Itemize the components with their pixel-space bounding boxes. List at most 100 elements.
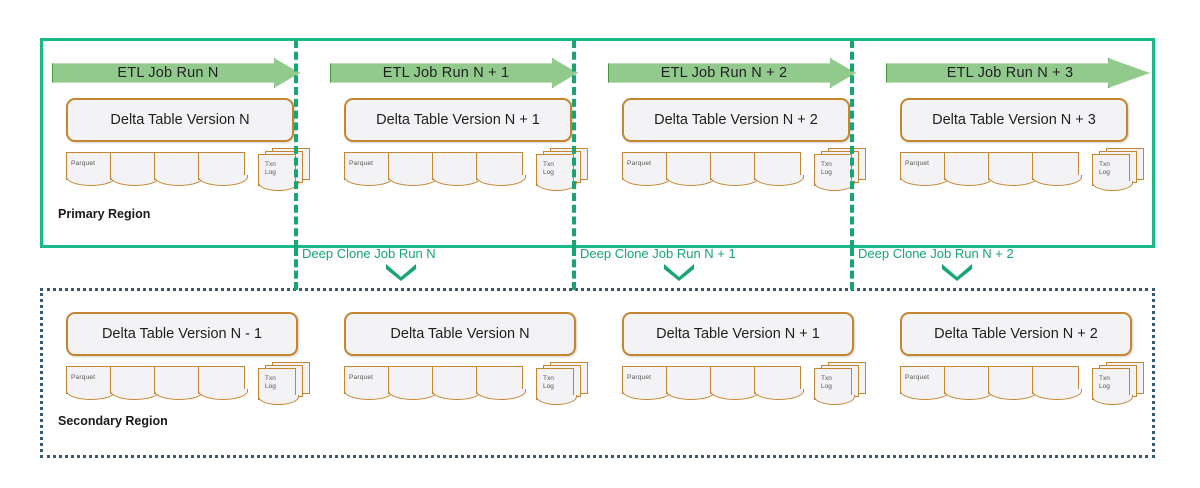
primary-column-2: ETL Job Run N + 1 Delta Table Version N … — [330, 38, 605, 250]
parquet-file-icon — [710, 152, 760, 186]
deep-clone-label: Deep Clone Job Run N — [302, 246, 436, 261]
parquet-file-icon — [198, 152, 248, 186]
column-separator-3-mid — [850, 248, 854, 290]
primary-column-1: ETL Job Run N Delta Table Version N Parq… — [52, 38, 327, 250]
parquet-file-icon: Parquet — [66, 152, 116, 186]
deep-clone-label: Deep Clone Job Run N + 2 — [858, 246, 1014, 261]
parquet-file-icon — [110, 366, 160, 400]
etl-job-label: ETL Job Run N + 3 — [946, 65, 1074, 81]
parquet-file-label: Parquet — [627, 374, 652, 381]
parquet-file-icon: Parquet — [66, 366, 116, 400]
parquet-file-icon — [476, 152, 526, 186]
parquet-file-icon — [198, 366, 248, 400]
parquet-file-label: Parquet — [71, 160, 96, 167]
delta-table-box-b3: Delta Table Version N + 1 — [622, 312, 854, 356]
parquet-file-icon: Parquet — [344, 366, 394, 400]
column-separator-1 — [294, 40, 298, 248]
delta-table-box-b2: Delta Table Version N — [344, 312, 576, 356]
parquet-file-label: Parquet — [71, 374, 96, 381]
parquet-file-icon — [710, 366, 760, 400]
parquet-file-icon — [154, 366, 204, 400]
deep-clone-label: Deep Clone Job Run N + 1 — [580, 246, 736, 261]
etl-job-label: ETL Job Run N + 2 — [660, 65, 788, 81]
etl-job-arrow-1: ETL Job Run N — [52, 58, 300, 88]
parquet-file-icon — [476, 366, 526, 400]
parquet-file-icon — [154, 152, 204, 186]
parquet-file-icon — [110, 152, 160, 186]
delta-table-label: Delta Table Version N + 1 — [376, 112, 540, 128]
parquet-file-icon — [988, 366, 1038, 400]
column-separator-2 — [572, 40, 576, 248]
primary-column-3: ETL Job Run N + 2 Delta Table Version N … — [608, 38, 883, 250]
parquet-file-icon — [988, 152, 1038, 186]
column-separator-1-mid — [294, 248, 298, 290]
parquet-file-label: Parquet — [349, 160, 374, 167]
column-separator-3 — [850, 40, 854, 248]
parquet-file-stack: Parquet — [344, 152, 526, 186]
etl-job-arrow-4: ETL Job Run N + 3 — [886, 58, 1150, 88]
secondary-region-caption: Secondary Region — [58, 414, 168, 428]
delta-table-box-2: Delta Table Version N + 1 — [344, 98, 572, 142]
parquet-file-icon — [1032, 152, 1082, 186]
parquet-file-stack: Parquet — [622, 152, 804, 186]
parquet-file-stack: Parquet — [344, 366, 526, 400]
primary-column-4: ETL Job Run N + 3 Delta Table Version N … — [886, 38, 1161, 250]
deep-clone-job-2: Deep Clone Job Run N + 1 — [574, 246, 854, 281]
parquet-file-icon — [666, 366, 716, 400]
down-chevron-icon — [940, 261, 974, 281]
delta-table-label: Delta Table Version N + 3 — [932, 112, 1096, 128]
delta-table-label: Delta Table Version N - 1 — [101, 326, 263, 342]
delta-table-label: Delta Table Version N + 2 — [934, 326, 1098, 342]
parquet-file-icon: Parquet — [900, 366, 950, 400]
parquet-file-icon — [388, 366, 438, 400]
parquet-file-icon — [432, 366, 482, 400]
parquet-file-icon: Parquet — [900, 152, 950, 186]
delta-table-label: Delta Table Version N + 2 — [654, 112, 818, 128]
parquet-file-icon — [388, 152, 438, 186]
etl-job-arrow-3: ETL Job Run N + 2 — [608, 58, 856, 88]
parquet-file-label: Parquet — [627, 160, 652, 167]
parquet-file-label: Parquet — [905, 160, 930, 167]
delta-table-label: Delta Table Version N — [110, 112, 250, 128]
down-chevron-icon — [384, 261, 418, 281]
parquet-file-stack: Parquet — [900, 152, 1082, 186]
parquet-file-icon: Parquet — [622, 366, 672, 400]
parquet-file-icon: Parquet — [344, 152, 394, 186]
delta-table-box-1: Delta Table Version N — [66, 98, 294, 142]
etl-job-label: ETL Job Run N — [117, 65, 219, 81]
parquet-file-stack: Parquet — [66, 366, 248, 400]
etl-job-label: ETL Job Run N + 1 — [382, 65, 510, 81]
delta-table-box-3: Delta Table Version N + 2 — [622, 98, 850, 142]
column-separator-2-mid — [572, 248, 576, 290]
parquet-file-stack: Parquet — [66, 152, 248, 186]
